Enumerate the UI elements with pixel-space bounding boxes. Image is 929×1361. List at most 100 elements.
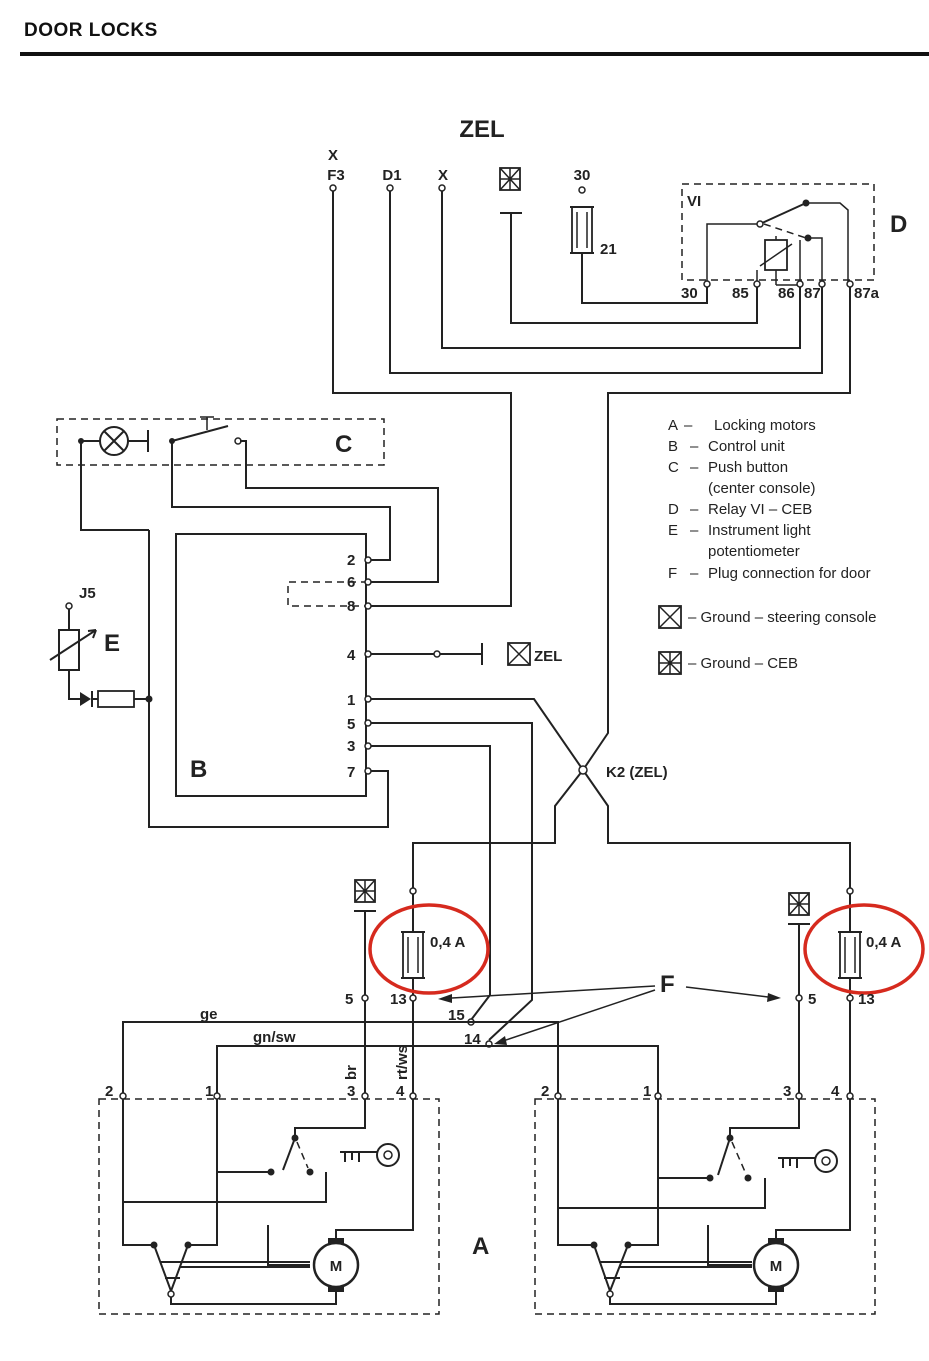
ground-ceb-icon xyxy=(499,167,522,214)
control-unit-b: B 2 6 8 4 1 5 3 7 ZEL xyxy=(148,530,562,828)
locking-motor-right: 2 1 3 4 M xyxy=(534,1083,876,1315)
relay-terminal-86 xyxy=(796,280,804,288)
label-f3: F3 xyxy=(327,167,345,184)
fuse-right-highlight xyxy=(803,903,925,995)
svg-text:B: B xyxy=(668,438,678,455)
label-r85: 85 xyxy=(732,285,749,302)
fuse-21: 21 xyxy=(570,206,617,258)
svg-text:Plug connection for door: Plug connection for door xyxy=(708,565,871,582)
plug-connection-f: F 5 13 15 14 5 13 xyxy=(345,971,875,1048)
pin-4: 4 xyxy=(347,647,356,664)
pin-5: 5 xyxy=(347,716,355,733)
relay-terminal-85 xyxy=(753,280,761,288)
svg-text:(center console): (center console) xyxy=(708,480,816,497)
label-j5: J5 xyxy=(79,585,96,602)
terminal-30 xyxy=(578,186,586,194)
page-title: DOOR LOCKS xyxy=(24,20,158,41)
pin-3: 3 xyxy=(347,738,355,755)
pin-ra3: 3 xyxy=(783,1083,791,1100)
ground-zel-icon xyxy=(507,642,531,666)
label-vi: VI xyxy=(687,193,701,210)
terminal-d1 xyxy=(386,184,394,192)
diode-icon xyxy=(80,691,93,707)
label-e: E xyxy=(104,630,120,657)
svg-text:A: A xyxy=(668,417,678,434)
legend-item: F – Plug connection for door xyxy=(668,565,871,582)
label-l14: 14 xyxy=(464,1031,481,1048)
motor-right-label: M xyxy=(770,1258,783,1275)
svg-text:–: – xyxy=(690,438,699,455)
legend-item: A – Locking motors xyxy=(668,417,816,434)
push-button-c: C xyxy=(56,416,439,583)
legend: A – Locking motors B – Control unit C – … xyxy=(658,417,876,675)
pin-labels: 2 6 8 4 1 5 3 7 xyxy=(347,552,356,781)
label-f: F xyxy=(660,971,675,998)
svg-text:Push button: Push button xyxy=(708,459,788,476)
locking-motor-left: 2 1 3 4 xyxy=(98,1083,440,1315)
label-ge: ge xyxy=(200,1006,218,1023)
label-l15: 15 xyxy=(448,1007,465,1024)
terminal-f3 xyxy=(329,184,337,192)
svg-text:–: – xyxy=(690,501,699,518)
label-r87a: 87a xyxy=(854,285,880,302)
svg-text:C: C xyxy=(668,459,679,476)
svg-text:F: F xyxy=(668,565,677,582)
label-d: D xyxy=(890,211,907,238)
title-rule xyxy=(20,52,929,56)
label-rtws: rt/ws xyxy=(394,1045,411,1080)
legend-item: (center console) xyxy=(708,480,816,497)
label-r87: 87 xyxy=(804,285,821,302)
pin-1: 1 xyxy=(347,692,355,709)
label-b: B xyxy=(190,756,207,783)
motor-left: M xyxy=(312,1238,360,1292)
label-d1: D1 xyxy=(382,167,401,184)
k2-junction: K2 (ZEL) xyxy=(371,698,851,1041)
label-k2: K2 (ZEL) xyxy=(606,764,668,781)
svg-text:Instrument light: Instrument light xyxy=(708,522,811,539)
label-gnsw: gn/sw xyxy=(253,1029,296,1046)
label-r30: 30 xyxy=(681,285,698,302)
label-zel-ground: ZEL xyxy=(534,648,562,665)
pin-la1: 1 xyxy=(205,1083,213,1100)
label-r86: 86 xyxy=(778,285,795,302)
label-l13: 13 xyxy=(390,991,407,1008)
svg-text:Locking motors: Locking motors xyxy=(714,417,816,434)
ground-ceb-left-icon xyxy=(354,879,376,912)
legend-item: B – Control unit xyxy=(668,438,786,455)
svg-text:–: – xyxy=(684,417,693,434)
label-a: A xyxy=(472,1233,489,1260)
svg-text:–: – xyxy=(690,565,699,582)
svg-text:potentiometer: potentiometer xyxy=(708,543,800,560)
pin-ra2: 2 xyxy=(541,1083,549,1100)
svg-text:Relay VI – CEB: Relay VI – CEB xyxy=(708,501,812,518)
key-icon-left xyxy=(340,1143,400,1167)
ground-steering-console-icon xyxy=(658,605,682,629)
legend-item: potentiometer xyxy=(708,543,800,560)
push-switch-icon xyxy=(169,416,242,445)
relay-d: VI D 30 85 86 87 87a xyxy=(681,183,907,302)
terminal-x xyxy=(438,184,446,192)
svg-text:Control unit: Control unit xyxy=(708,438,786,455)
label-x-f3: X xyxy=(328,147,338,164)
top-wires xyxy=(332,191,851,771)
ground-ceb-icon xyxy=(658,651,682,675)
ground-ceb-right-icon xyxy=(788,892,810,925)
label-c: C xyxy=(335,431,352,458)
potentiometer-e: J5 E xyxy=(49,585,153,708)
relay-terminal-87a xyxy=(846,280,854,288)
legend-item: E – Instrument light xyxy=(668,522,811,539)
harness-wires: ge gn/sw br rt/ws xyxy=(122,1001,851,1096)
fuse-left-highlight xyxy=(368,903,490,995)
label-r13: 13 xyxy=(858,991,875,1008)
pin-la3: 3 xyxy=(347,1083,355,1100)
legend-ground-ceb: – Ground – CEB xyxy=(688,655,798,672)
label-30: 30 xyxy=(574,167,591,184)
right-fuse-group: 0,4 A xyxy=(788,887,925,996)
svg-text:D: D xyxy=(668,501,679,518)
label-x: X xyxy=(438,167,448,184)
fuse-left-label: 0,4 A xyxy=(430,934,465,951)
relay-terminal-30 xyxy=(703,280,711,288)
left-fuse-group: 0,4 A xyxy=(354,879,490,996)
pin-8: 8 xyxy=(347,598,355,615)
